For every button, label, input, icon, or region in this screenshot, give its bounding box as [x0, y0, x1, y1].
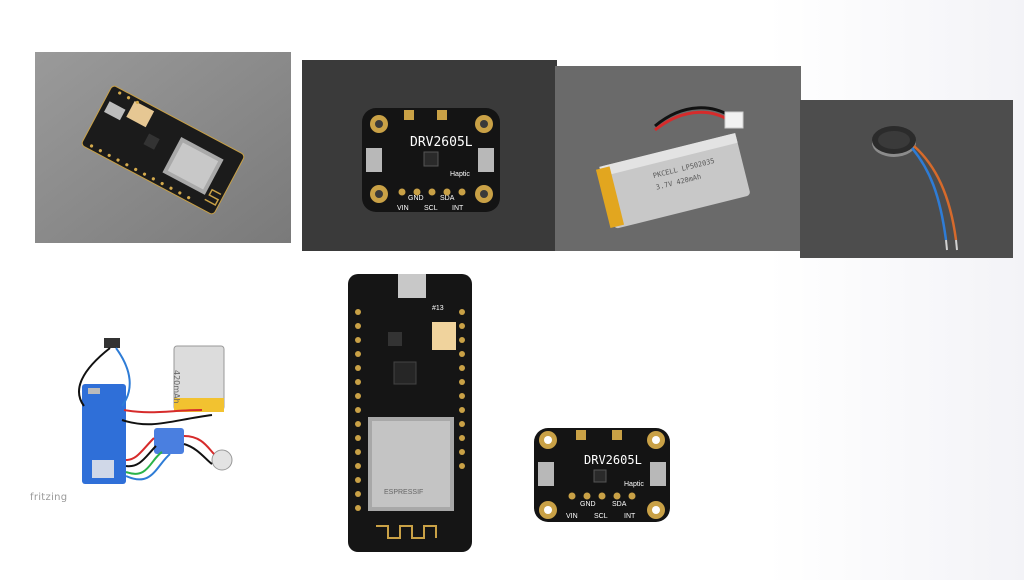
feather-esp32-board-topview: ESPRESSIF #13 — [346, 272, 474, 554]
fritzing-label: fritzing — [30, 492, 68, 503]
drv-pin-top-1: GND — [408, 195, 424, 202]
drv-cutout-title: DRV2605L — [584, 453, 642, 467]
feather-pin-label: #13 — [432, 305, 444, 312]
feather-esp32-board-photo — [35, 52, 291, 243]
lipo-battery-photo: PKCELL LP502035 3.7V 420mAh — [555, 66, 801, 251]
drv-cutout-pin-top-2: SDA — [612, 501, 627, 508]
fritzing-wiring-diagram: 420mAh — [22, 310, 291, 510]
drv2605l-board-cutout: DRV2605L Haptic GND SDA VIN SCL INT — [532, 426, 672, 524]
feather-module-text: ESPRESSIF — [384, 489, 423, 496]
vibration-motor-photo — [800, 100, 1013, 258]
drv-cutout-pin-bottom-3: INT — [624, 513, 636, 520]
drv-title-text: DRV2605L — [410, 135, 473, 150]
drv-cutout-pin-top-1: GND — [580, 501, 596, 508]
drv-cutout-pin-bottom-2: SCL — [594, 513, 608, 520]
drv-pin-bottom-3: INT — [452, 205, 464, 212]
drv-pin-bottom-1: VIN — [397, 205, 409, 212]
drv-cutout-subtitle: Haptic — [624, 481, 644, 488]
fritzing-battery-label: 420mAh — [172, 370, 181, 404]
drv-pin-bottom-2: SCL — [424, 205, 438, 212]
drv-cutout-pin-bottom-1: VIN — [566, 513, 578, 520]
drv-pin-top-2: SDA — [440, 195, 455, 202]
drv2605l-haptic-driver-photo: DRV2605L Haptic GND SDA VIN SCL INT — [302, 60, 557, 251]
drv-subtitle-text: Haptic — [450, 171, 470, 178]
